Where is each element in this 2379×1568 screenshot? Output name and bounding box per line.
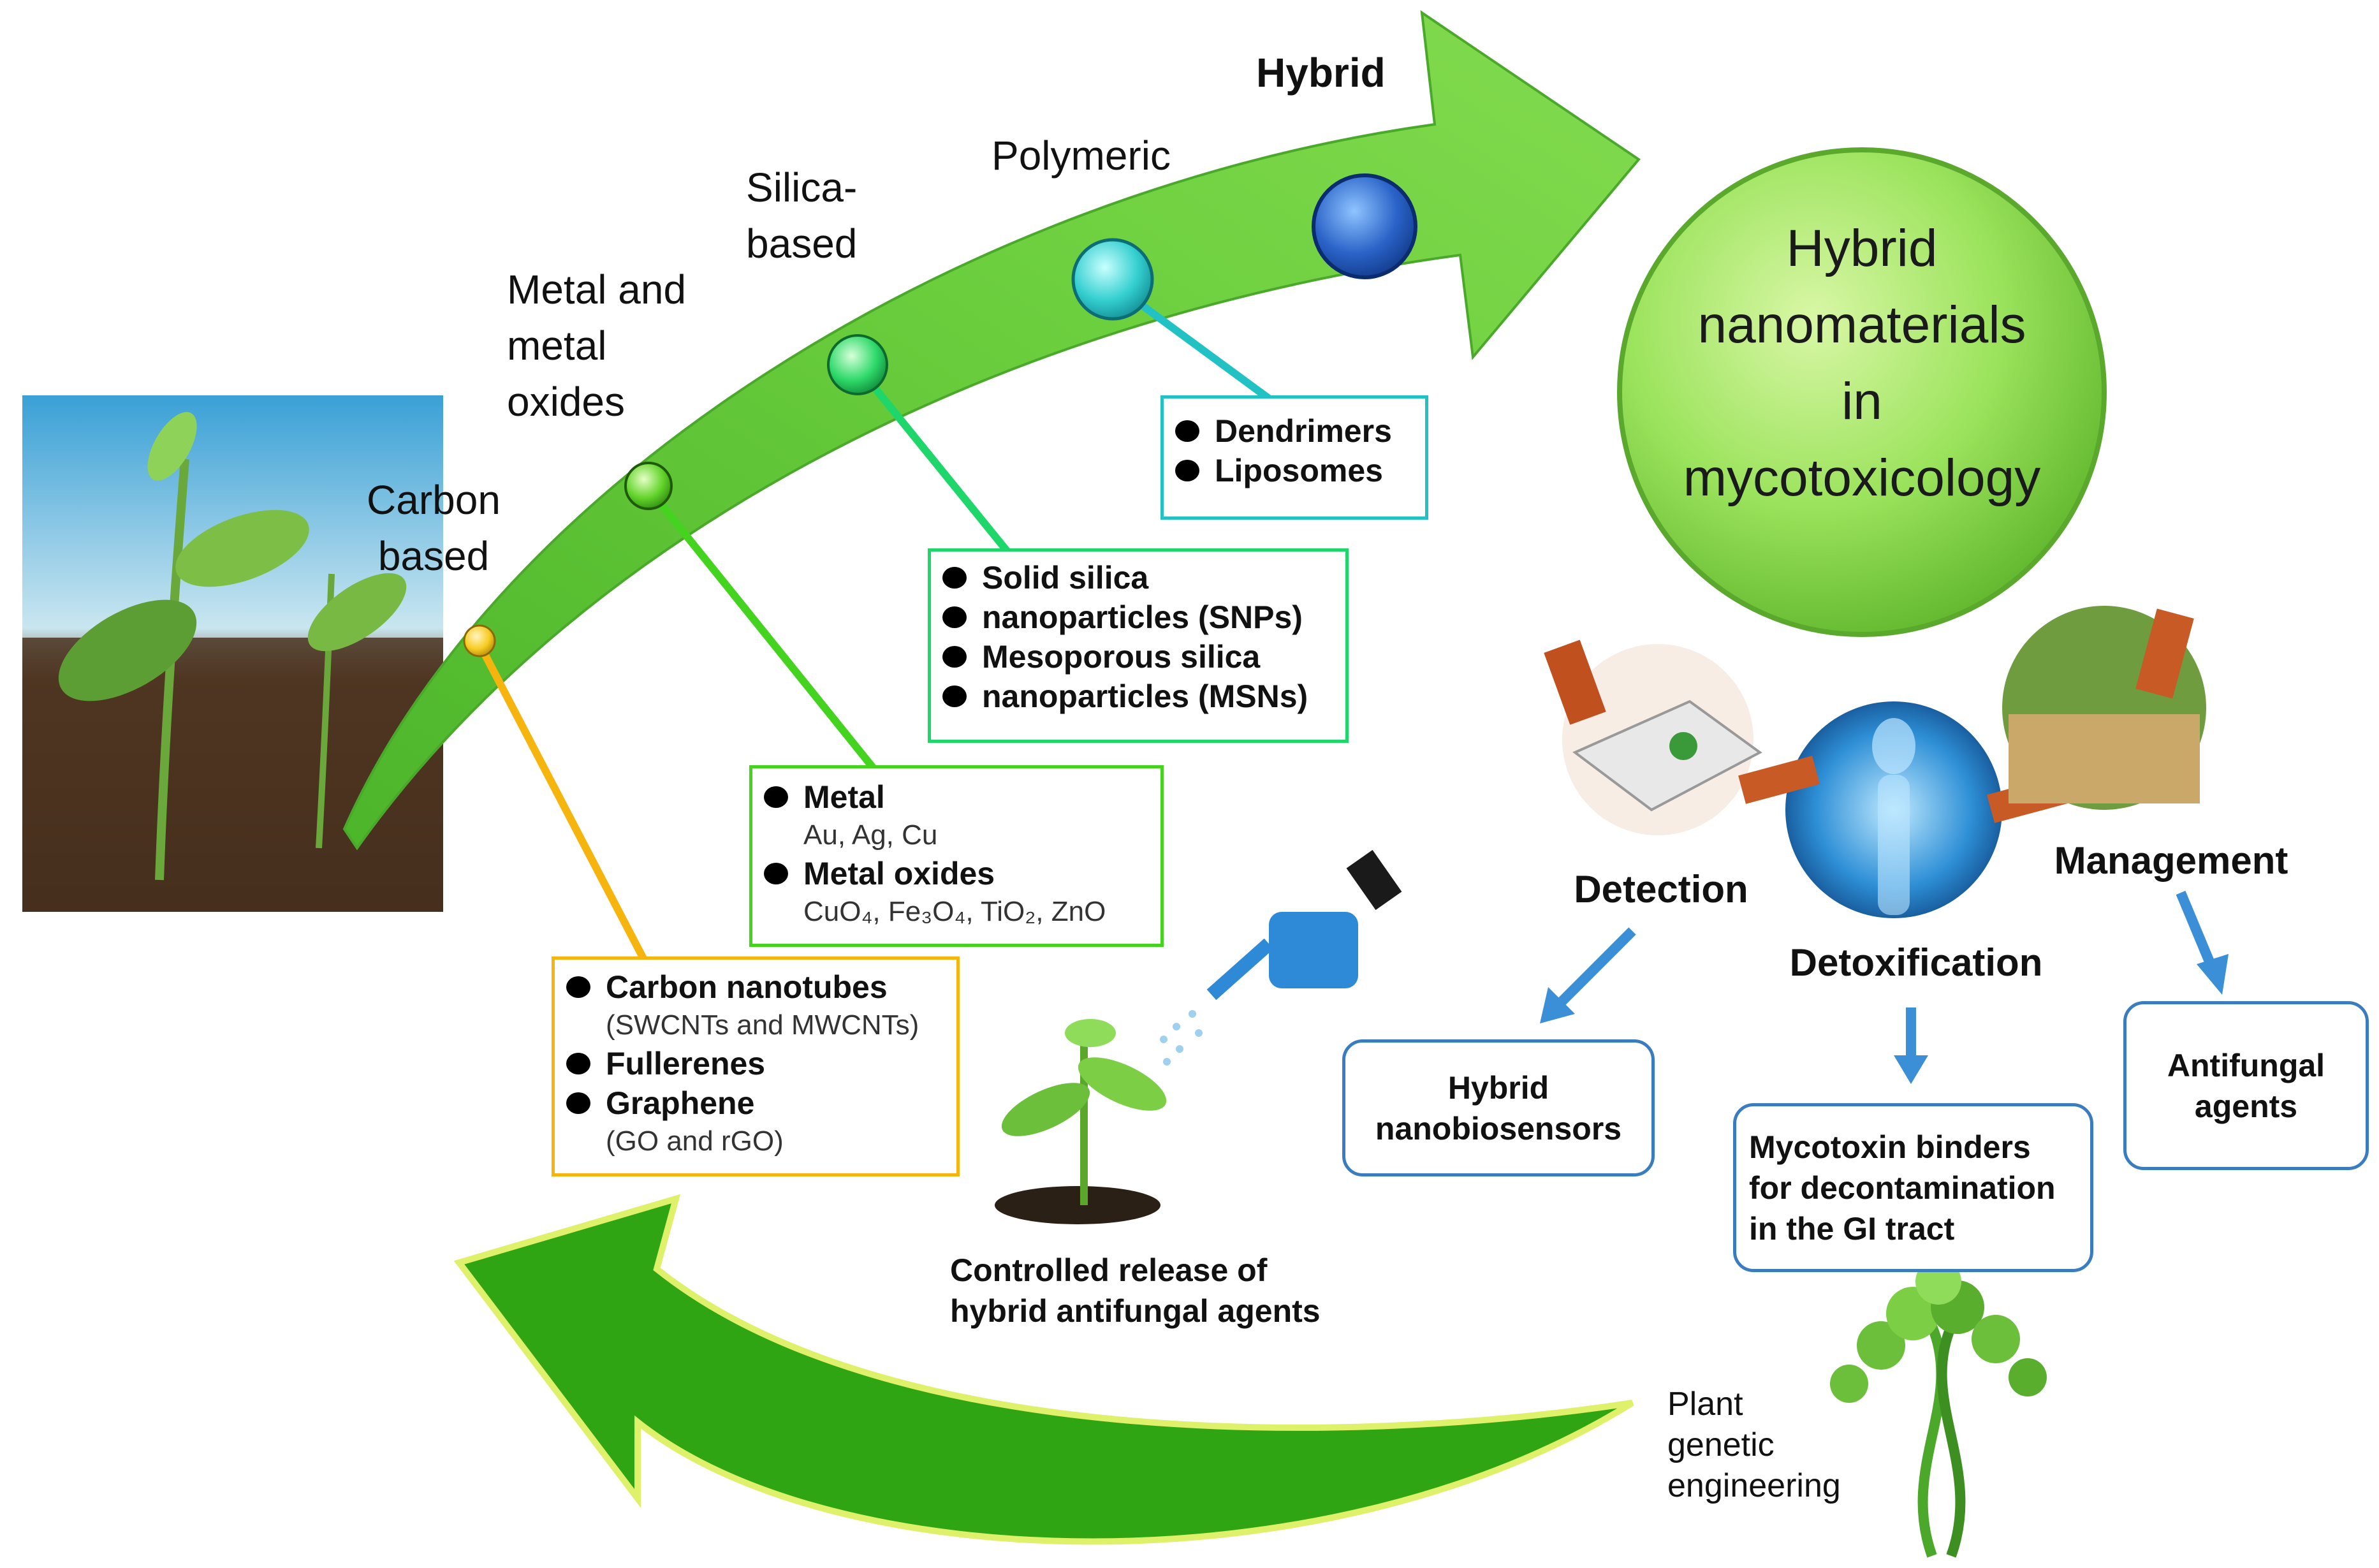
controlled-release-label: Controlled release of hybrid antifungal … [950, 1250, 1396, 1331]
outcome-line: nanobiosensors [1375, 1110, 1622, 1147]
center-title: Hybrid nanomaterials in mycotoxicology [1632, 210, 2091, 517]
lower-return-arrow [453, 1194, 1634, 1545]
list-item: Mesoporous silica [936, 637, 1340, 677]
carbon-materials-box: Carbon nanotubes (SWCNTs and MWCNTs) Ful… [552, 956, 960, 1176]
list-item: Carbon nanotubes [560, 967, 951, 1007]
human-body-icon [1785, 701, 2002, 918]
list-item: Graphene [560, 1083, 951, 1123]
title-line: nanomaterials [1697, 296, 2026, 354]
category-label-hybrid: Hybrid [1256, 50, 1386, 96]
outcome-mycotoxin-binders: Mycotoxin binders for decontamination in… [1733, 1103, 2093, 1272]
polymer-sphere [1071, 238, 1154, 321]
detection-arrow-icon [1552, 927, 1636, 1011]
category-line: metal [507, 323, 607, 369]
orange-connector-left [1738, 756, 1820, 804]
outcome-line: Mycotoxin binders [1749, 1129, 2031, 1165]
outcome-line: agents [2194, 1088, 2298, 1124]
list-item: Metal oxides [758, 854, 1155, 893]
outcome-line: Antifungal [2167, 1047, 2325, 1083]
category-label-carbon: Carbon based [357, 472, 510, 584]
plant-genetic-engineering-label: Plant genetic engineering [1667, 1384, 1884, 1506]
category-label-polymeric: Polymeric [992, 133, 1171, 179]
label-line: hybrid antifungal agents [950, 1293, 1321, 1329]
silica-sphere [827, 334, 888, 395]
category-label-silica: Silica- based [746, 159, 899, 272]
list-item: Fullerenes [560, 1044, 951, 1083]
metal-connector [647, 488, 877, 771]
carbon-sphere [463, 624, 496, 657]
category-line: Silica- [746, 165, 858, 210]
sprout-icon [995, 1019, 1167, 1224]
water-drops-icon [1160, 1010, 1203, 1066]
category-line: based [746, 221, 858, 267]
list-item: Liposomes [1169, 451, 1420, 490]
hybrid-sphere [1312, 173, 1417, 279]
list-item-continued: nanoparticles (MSNs) [936, 677, 1340, 716]
label-line: genetic [1667, 1426, 1775, 1463]
list-item-sub: CuO₄, Fe₃O₄, TiO₂, ZnO [803, 896, 1106, 927]
application-management: Management [2054, 839, 2288, 882]
label-line: Controlled release of [950, 1252, 1268, 1288]
list-item: Solid silica [936, 558, 1340, 597]
management-arrow-icon [2176, 890, 2218, 972]
watering-can-icon [1206, 849, 1402, 1000]
outcome-antifungal-agents: Antifungal agents [2123, 1001, 2369, 1170]
title-line: mycotoxicology [1683, 449, 2041, 507]
category-line: based [377, 533, 490, 579]
title-line: in [1841, 372, 1882, 430]
central-sphere [1617, 147, 2107, 637]
category-label-metal: Metal and metal oxides [507, 261, 724, 430]
list-item: Metal [758, 777, 1155, 817]
farm-field-icon [2002, 606, 2206, 810]
silica-materials-box: Solid silica nanoparticles (SNPs) Mesopo… [928, 548, 1349, 743]
application-detoxification: Detoxification [1789, 941, 2043, 984]
category-line: Carbon [367, 477, 501, 523]
outcome-line: in the GI tract [1749, 1210, 1955, 1247]
outcome-line: Hybrid [1447, 1069, 1549, 1106]
dna-tree-icon [1830, 1259, 2047, 1558]
list-item-sub: (GO and rGO) [606, 1125, 784, 1157]
application-detection: Detection [1574, 868, 1748, 911]
label-line: engineering [1667, 1467, 1841, 1504]
title-line: Hybrid [1786, 219, 1938, 277]
metal-sphere [624, 462, 673, 510]
carbon-connector [476, 642, 648, 962]
detection-device-icon [1544, 640, 1762, 835]
polymeric-materials-box: Dendrimers Liposomes [1160, 395, 1428, 520]
list-item-sub: Au, Ag, Cu [803, 819, 938, 851]
category-line: oxides [507, 379, 625, 425]
category-line: Metal and [507, 267, 687, 312]
metal-materials-box: Metal Au, Ag, Cu Metal oxides CuO₄, Fe₃O… [749, 765, 1164, 947]
label-line: Plant [1667, 1386, 1743, 1423]
outcome-line: for decontamination [1749, 1169, 2056, 1206]
outcome-nanobiosensors: Hybrid nanobiosensors [1342, 1039, 1655, 1176]
list-item-continued: nanoparticles (SNPs) [936, 597, 1340, 637]
list-item-sub: (SWCNTs and MWCNTs) [606, 1009, 919, 1041]
silica-connector [854, 364, 1011, 554]
list-item: Dendrimers [1169, 411, 1420, 451]
